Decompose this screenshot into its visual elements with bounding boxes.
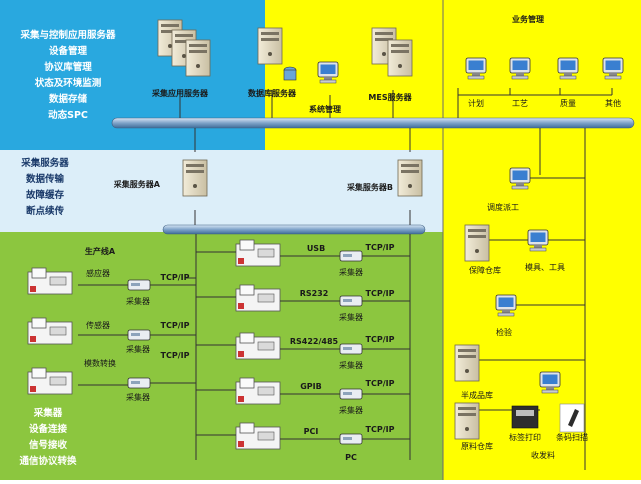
fault-repo-server-icon bbox=[464, 224, 490, 262]
acq-server-a-icon bbox=[182, 159, 208, 197]
svg-text:TCP/IP: TCP/IP bbox=[161, 273, 190, 282]
svg-text:采集服务器B: 采集服务器B bbox=[346, 182, 393, 192]
svg-text:TCP/IP: TCP/IP bbox=[161, 351, 190, 360]
svg-text:GPIB: GPIB bbox=[300, 382, 322, 391]
svg-text:感应器: 感应器 bbox=[86, 268, 110, 278]
svg-text:原料仓库: 原料仓库 bbox=[461, 441, 493, 451]
line-a-collector-1 bbox=[127, 279, 151, 291]
svg-text:其他: 其他 bbox=[605, 98, 621, 108]
svg-text:检验: 检验 bbox=[496, 327, 512, 337]
svg-text:协议库管理: 协议库管理 bbox=[44, 61, 92, 73]
svg-text:RS232: RS232 bbox=[300, 289, 329, 298]
svg-text:保障仓库: 保障仓库 bbox=[469, 265, 501, 275]
svg-text:采集器: 采集器 bbox=[126, 296, 150, 306]
line-a-collector-3 bbox=[127, 377, 151, 389]
barcode-scanner-icon bbox=[559, 403, 585, 433]
svg-text:TCP/IP: TCP/IP bbox=[366, 243, 395, 252]
svg-text:采集器: 采集器 bbox=[126, 392, 150, 402]
svg-text:模数转换: 模数转换 bbox=[84, 358, 116, 368]
mes-server-label: MES服务器 bbox=[368, 92, 412, 102]
svg-text:采集器: 采集器 bbox=[339, 312, 363, 322]
svg-text:质量: 质量 bbox=[560, 98, 576, 108]
svg-text:采集器: 采集器 bbox=[339, 360, 363, 370]
svg-text:TCP/IP: TCP/IP bbox=[366, 289, 395, 298]
svg-text:TCP/IP: TCP/IP bbox=[366, 335, 395, 344]
receive-pc-icon bbox=[539, 371, 561, 394]
svg-text:PC: PC bbox=[345, 453, 357, 462]
zone-text-top: 采集与控制应用服务器 设备管理 协议库管理 状态及环境监测 数据存储 动态SPC bbox=[19, 29, 116, 121]
tools-pc-icon bbox=[527, 229, 549, 252]
svg-text:PCI: PCI bbox=[304, 427, 319, 436]
svg-text:采集器: 采集器 bbox=[126, 344, 150, 354]
svg-text:采集器: 采集器 bbox=[339, 405, 363, 415]
line-a-title: 生产线A bbox=[85, 246, 116, 256]
svg-text:故障缓存: 故障缓存 bbox=[26, 189, 65, 201]
finished-store-server-icon bbox=[454, 344, 480, 382]
acq-server-b-icon bbox=[397, 159, 423, 197]
svg-text:标签打印: 标签打印 bbox=[509, 432, 541, 442]
zone-acq-servers bbox=[0, 150, 443, 232]
svg-text:TCP/IP: TCP/IP bbox=[366, 425, 395, 434]
svg-text:传感器: 传感器 bbox=[86, 320, 110, 330]
svg-text:条码扫描: 条码扫描 bbox=[556, 432, 588, 442]
line-a-collector-2 bbox=[127, 329, 151, 341]
acquisition-app-server-label: 采集应用服务器 bbox=[151, 88, 209, 98]
svg-text:断点续传: 断点续传 bbox=[26, 205, 65, 217]
database-server-label: 数据库服务器 bbox=[248, 88, 297, 98]
zone-text-bottom: 采集器 设备连接 信号接收 通信协议转换 bbox=[19, 407, 77, 467]
line-a-machine-2 bbox=[27, 317, 73, 345]
database-server-icon bbox=[257, 27, 297, 81]
svg-text:收发料: 收发料 bbox=[531, 450, 555, 460]
svg-text:状态及环境监测: 状态及环境监测 bbox=[35, 77, 102, 89]
svg-text:TCP/IP: TCP/IP bbox=[366, 379, 395, 388]
acq-network-bus bbox=[162, 224, 426, 235]
zone-text-middle: 采集服务器 数据传输 故障缓存 断点续传 bbox=[20, 157, 69, 217]
svg-text:采集服务器: 采集服务器 bbox=[20, 157, 69, 169]
svg-text:USB: USB bbox=[307, 244, 325, 253]
system-mgmt-pc-icon bbox=[317, 61, 339, 84]
svg-text:数据传输: 数据传输 bbox=[25, 173, 65, 185]
svg-text:采集与控制应用服务器: 采集与控制应用服务器 bbox=[19, 29, 116, 41]
svg-text:模具、工具: 模具、工具 bbox=[525, 262, 565, 272]
svg-text:设备连接: 设备连接 bbox=[29, 423, 68, 435]
system-mgmt-label: 系统管理 bbox=[309, 104, 341, 114]
svg-text:RS422/485: RS422/485 bbox=[290, 337, 339, 346]
svg-text:数据存储: 数据存储 bbox=[48, 93, 88, 105]
raw-store-server-icon bbox=[454, 402, 480, 440]
svg-text:半成品库: 半成品库 bbox=[461, 390, 493, 400]
svg-text:采集器: 采集器 bbox=[33, 407, 63, 419]
line-a-machine-1 bbox=[27, 267, 73, 295]
main-network-bus bbox=[111, 117, 635, 129]
business-title: 业务管理 bbox=[512, 14, 544, 24]
line-a-machine-3 bbox=[27, 367, 73, 395]
inspect-pc-icon bbox=[495, 294, 517, 317]
svg-text:通信协议转换: 通信协议转换 bbox=[19, 455, 77, 467]
svg-text:调度派工: 调度派工 bbox=[487, 202, 519, 212]
svg-text:采集服务器A: 采集服务器A bbox=[113, 179, 161, 189]
dispatch-pc-icon bbox=[509, 167, 531, 190]
svg-text:信号接收: 信号接收 bbox=[29, 439, 68, 451]
label-printer-icon bbox=[511, 405, 539, 429]
svg-text:工艺: 工艺 bbox=[512, 99, 528, 108]
svg-text:采集器: 采集器 bbox=[339, 267, 363, 277]
svg-text:动态SPC: 动态SPC bbox=[48, 109, 88, 121]
svg-text:设备管理: 设备管理 bbox=[49, 45, 88, 57]
svg-text:计划: 计划 bbox=[468, 98, 484, 108]
svg-text:TCP/IP: TCP/IP bbox=[161, 321, 190, 330]
